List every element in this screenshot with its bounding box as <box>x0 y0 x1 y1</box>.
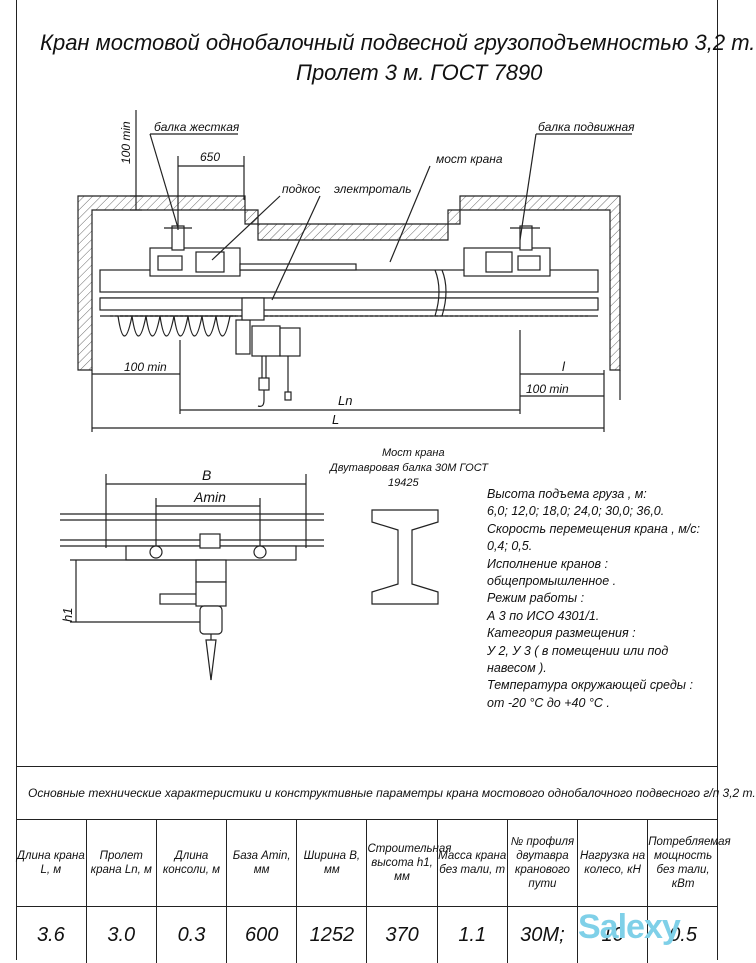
label-100min-vertical: 100 min <box>119 121 133 164</box>
label-h1: h1 <box>60 608 75 622</box>
label-l: l <box>562 359 566 374</box>
header-cell: Масса крана без тали, т <box>437 820 507 907</box>
value-cell: 1252 <box>297 907 367 963</box>
spec-line: Режим работы : <box>487 590 712 607</box>
label-100min-right: 100 min <box>526 382 569 396</box>
header-cell: Ширина B, мм <box>297 820 367 907</box>
beam-caption-1: Мост крана <box>382 447 445 459</box>
i-beam-section <box>372 510 438 604</box>
header-cell: База Amin, мм <box>227 820 297 907</box>
spec-line: навесом ). <box>487 660 712 677</box>
electric-hoist <box>236 298 300 406</box>
spec-line: Скорость перемещения крана , м/с: <box>487 521 712 538</box>
value-cell: 0.3 <box>156 907 226 963</box>
header-cell: Длина крана L, м <box>16 820 86 907</box>
spec-line: Температура окружающей среды : <box>487 677 712 694</box>
spec-line: 6,0; 12,0; 18,0; 24,0; 30,0; 36,0. <box>487 503 712 520</box>
beam-caption-2: Двутавровая балка 30М ГОСТ <box>328 462 489 474</box>
label-balka-podvizhnaya: балка подвижная <box>538 120 635 134</box>
label-elektrotal: электроталь <box>334 182 412 196</box>
value-cell: 370 <box>367 907 437 963</box>
beam-caption-3: 19425 <box>388 477 419 489</box>
side-view <box>60 474 324 680</box>
right-end-carriage <box>464 226 550 276</box>
header-cell: № профиля двутавра кранового пути <box>507 820 577 907</box>
spec-line: Категория размещения : <box>487 625 712 642</box>
watermark-logo: Salexy <box>578 908 680 947</box>
header-cell: Потребляемая мощность без тали, кВт <box>648 820 718 907</box>
label-Amin: Amin <box>193 489 226 505</box>
value-cell: 3.0 <box>86 907 156 963</box>
spec-line: А 3 по ИСО 4301/1. <box>487 608 712 625</box>
festoon-cable <box>118 316 236 336</box>
label-most-krana: мост крана <box>436 152 503 166</box>
label-balka-zhestkaya: балка жесткая <box>154 120 240 134</box>
header-cell: Длина консоли, м <box>156 820 226 907</box>
label-podkos: подкос <box>282 182 320 196</box>
specifications: Высота подъема груза , м: 6,0; 12,0; 18,… <box>487 486 712 712</box>
header-cell: Нагрузка на колесо, кН <box>578 820 648 907</box>
label-100min-left: 100 min <box>124 360 167 374</box>
label-L: L <box>332 412 339 427</box>
value-cell: 1.1 <box>437 907 507 963</box>
table-caption: Основные технические характеристики и ко… <box>16 766 718 820</box>
value-cell: 3.6 <box>16 907 86 963</box>
label-B: B <box>202 467 211 483</box>
spec-line: от -20 °С до +40 °С . <box>487 695 712 712</box>
table-header-row: Длина крана L, м Пролет крана Ln, м Длин… <box>16 820 718 907</box>
value-cell: 30М; <box>507 907 577 963</box>
spec-line: общепромышленное . <box>487 573 712 590</box>
label-Ln: Ln <box>338 393 352 408</box>
header-cell: Строительная высота h1, мм <box>367 820 437 907</box>
spec-line: У 2, У 3 ( в помещении или под <box>487 643 712 660</box>
spec-line: Исполнение кранов : <box>487 556 712 573</box>
value-cell: 600 <box>227 907 297 963</box>
spec-line: 0,4; 0,5. <box>487 538 712 555</box>
label-650: 650 <box>200 150 220 164</box>
header-cell: Пролет крана Ln, м <box>86 820 156 907</box>
spec-line: Высота подъема груза , м: <box>487 486 712 503</box>
